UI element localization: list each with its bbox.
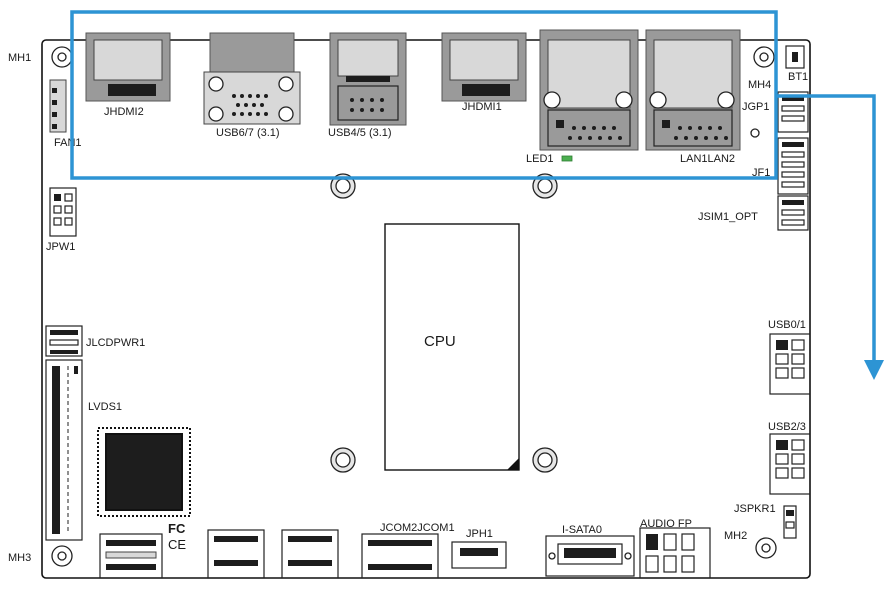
- label-isata0: I-SATA0: [562, 524, 602, 536]
- connector-lan1: [539, 29, 639, 151]
- label-usb23: USB2/3: [768, 421, 806, 433]
- label-jpw1: JPW1: [46, 241, 75, 253]
- label-jspkr1: JSPKR1: [734, 503, 776, 515]
- qfp-chip: [97, 427, 191, 517]
- connector-usb67: [203, 32, 301, 125]
- highlight-arrow: [776, 94, 884, 380]
- header-jsim1: [777, 195, 809, 231]
- header-usb01: [769, 333, 811, 395]
- label-usb67: USB6/7 (3.1): [216, 127, 280, 139]
- bottom-connector-3: [281, 529, 339, 579]
- label-audio-fp: AUDIO FP: [640, 518, 692, 530]
- connector-usb45: [329, 32, 407, 126]
- label-jph1: JPH1: [466, 528, 493, 540]
- bottom-connector-2: [207, 529, 265, 579]
- mounting-hole-mh4: [753, 46, 775, 68]
- connector-jhdmi1: [441, 32, 527, 102]
- mounting-hole-mh2: [755, 537, 777, 559]
- mounting-hole-mh3: [51, 545, 73, 567]
- label-fan1: FAN1: [54, 137, 82, 149]
- connector-jhdmi2: [85, 32, 171, 102]
- label-mh3: MH3: [8, 552, 31, 564]
- connector-isata0: [545, 535, 635, 577]
- bottom-connector-1: [99, 533, 163, 579]
- label-jcom: JCOM2JCOM1: [380, 522, 455, 534]
- label-led1: LED1: [526, 153, 554, 165]
- header-jgp1: [777, 91, 809, 133]
- label-mh1: MH1: [8, 52, 31, 64]
- label-bt1: BT1: [788, 71, 808, 83]
- header-jph1: [451, 541, 507, 569]
- label-jlcdpwr1: JLCDPWR1: [86, 337, 145, 349]
- cpu-socket: [384, 223, 520, 471]
- battery-bt1: [785, 45, 805, 69]
- header-audio-fp: [639, 527, 711, 579]
- header-jlcdpwr1: [45, 325, 83, 357]
- led1-indicator: [561, 155, 573, 162]
- header-jf1: [777, 137, 809, 195]
- fcc-mark: FC: [168, 521, 186, 536]
- heatsink-holes: [330, 173, 558, 473]
- connector-lan2: [645, 29, 741, 151]
- label-mh2: MH2: [724, 530, 747, 542]
- header-jpw1: [49, 187, 77, 237]
- ce-mark: CE: [168, 537, 186, 552]
- header-jspkr1: [783, 505, 797, 539]
- label-jf1: JF1: [752, 167, 770, 179]
- connector-fan1: [49, 79, 67, 133]
- test-point: [750, 128, 760, 138]
- label-jhdmi1: JHDMI1: [462, 101, 502, 113]
- connector-jcom: [361, 533, 439, 579]
- connector-lvds1: [45, 359, 83, 541]
- label-lvds1: LVDS1: [88, 401, 122, 413]
- label-mh4: MH4: [748, 79, 771, 91]
- header-usb23: [769, 433, 811, 495]
- label-jgp1: JGP1: [742, 101, 770, 113]
- label-jsim1: JSIM1_OPT: [698, 211, 758, 223]
- label-usb45: USB4/5 (3.1): [328, 127, 392, 139]
- mounting-hole-mh1: [51, 46, 73, 68]
- label-usb01: USB0/1: [768, 319, 806, 331]
- label-lan1lan2: LAN1LAN2: [680, 153, 735, 165]
- label-cpu: CPU: [424, 333, 456, 350]
- label-jhdmi2: JHDMI2: [104, 106, 144, 118]
